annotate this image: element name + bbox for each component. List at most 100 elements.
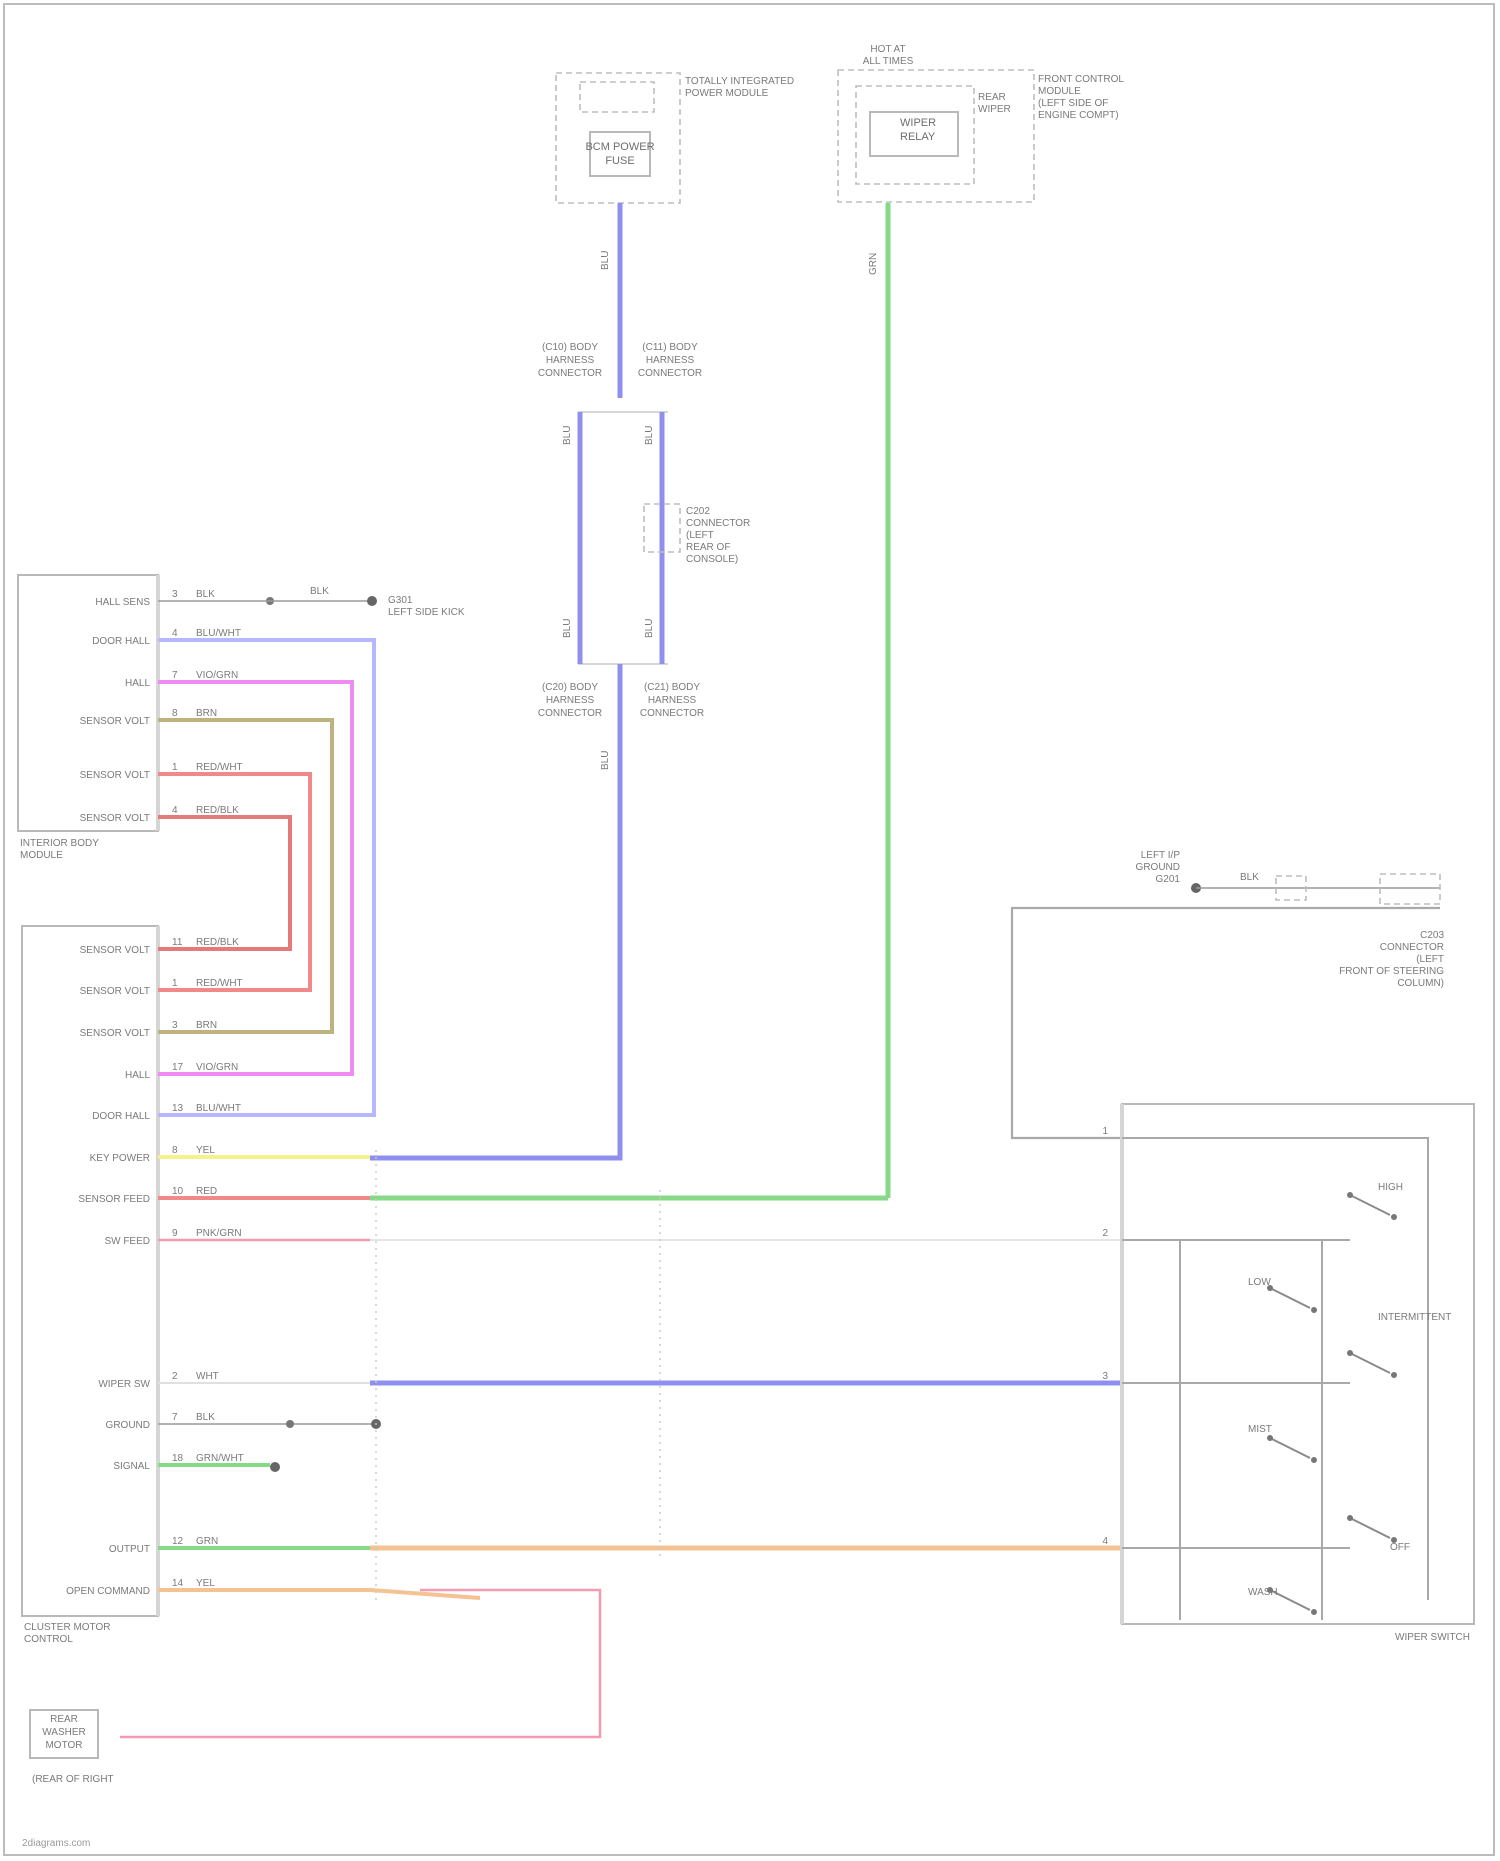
module-b-row-label: GROUND — [106, 1420, 150, 1431]
c21-label-3: CONNECTOR — [640, 708, 704, 719]
switch-contact-label: WASH — [1248, 1587, 1278, 1598]
wire-code-mid-blue-right: BLU — [644, 426, 655, 445]
module-b-row-label: SIGNAL — [113, 1461, 150, 1472]
module-a-row-wire: VIO/GRN — [196, 670, 238, 681]
module-b-row-pin: 10 — [172, 1186, 184, 1197]
rear-washer-name3: MOTOR — [45, 1740, 82, 1751]
module-b-row-wire: VIO/GRN — [196, 1062, 238, 1073]
switch-contact-label: HIGH — [1378, 1182, 1403, 1193]
module-a-row-label: DOOR HALL — [92, 636, 150, 647]
bcm-fuse-title: BCM POWER — [585, 141, 654, 153]
switch-contact-pivot — [1347, 1515, 1353, 1521]
module-b-row-wire: YEL — [196, 1578, 215, 1589]
front-control-label: FRONT CONTROL — [1038, 74, 1124, 85]
module-a-rows: HALL SENS3BLKDOOR HALL4BLU/WHTHALL7VIO/G… — [80, 589, 243, 824]
switch-pin: 2 — [1102, 1228, 1108, 1239]
module-b-row-wire: PNK/GRN — [196, 1228, 242, 1239]
module-b-row-label: SENSOR FEED — [78, 1194, 150, 1205]
c11-label-1: (C11) BODY — [642, 342, 698, 353]
module-a-row-wire: BLU/WHT — [196, 628, 241, 639]
wire-blue-key-power — [370, 1156, 620, 1158]
module-a-row-wire: RED/WHT — [196, 762, 243, 773]
module-b-row-pin: 1 — [172, 978, 178, 989]
switch-pin: 4 — [1102, 1536, 1108, 1547]
module-a-row-label: SENSOR VOLT — [80, 716, 150, 727]
front-control-label3: (LEFT SIDE OF — [1038, 98, 1108, 109]
wiper-relay-label: WIPER — [900, 117, 936, 129]
switch-contact-pivot — [1267, 1435, 1273, 1441]
switch-contact-pivot — [1347, 1192, 1353, 1198]
signal-splice-icon — [270, 1462, 280, 1472]
switch-pin: 1 — [1102, 1126, 1108, 1137]
ground-g301-location: LEFT SIDE KICK — [388, 607, 465, 618]
wiper-switch-name: WIPER SWITCH — [1395, 1632, 1470, 1643]
main-wires — [120, 1150, 1122, 1737]
module-b-row-wire: BRN — [196, 1020, 217, 1031]
module-b-row-label: HALL — [125, 1070, 150, 1081]
module-a-name2: MODULE — [20, 850, 63, 861]
bcm-fuse-sub: FUSE — [605, 155, 634, 167]
ground-g301-label: G301 — [388, 595, 413, 606]
ground-g201-label-2: GROUND — [1136, 862, 1180, 873]
wire-brn-loop — [158, 720, 332, 1032]
wiper-switch-outline — [1122, 1104, 1474, 1624]
top-right-module-outline — [838, 70, 1034, 202]
switch-contact — [1350, 1518, 1390, 1538]
module-b-row-pin: 11 — [172, 937, 183, 948]
switch-pin: 3 — [1102, 1371, 1108, 1382]
module-a-row-wire: BRN — [196, 708, 217, 719]
ground-splice — [286, 1420, 294, 1428]
c202-label-1: C202 — [686, 506, 710, 517]
hot-at-label: HOT AT — [870, 44, 905, 55]
switch-contact-label: MIST — [1248, 1424, 1272, 1435]
switch-contact-label: INTERMITTENT — [1378, 1312, 1451, 1323]
front-control-label4: ENGINE COMPT) — [1038, 110, 1119, 121]
module-b-row-pin: 14 — [172, 1578, 184, 1589]
top-left-module-outline — [556, 73, 680, 203]
all-times-label: ALL TIMES — [863, 56, 914, 67]
rear-wiper-label2: WIPER — [978, 104, 1011, 115]
module-b-row-label: SW FEED — [104, 1236, 150, 1247]
module-a-name: INTERIOR BODY — [20, 838, 99, 849]
module-a-row-label: SENSOR VOLT — [80, 770, 150, 781]
ground-g201-label-1: LEFT I/P — [1141, 850, 1181, 861]
module-b-row-label: SENSOR VOLT — [80, 1028, 150, 1039]
switch-contact — [1350, 1353, 1390, 1373]
c202-label-4: REAR OF — [686, 542, 730, 553]
wire-code-low-blue-left: BLU — [562, 619, 573, 638]
switch-contact-end — [1311, 1609, 1317, 1615]
switch-contact-label: LOW — [1248, 1277, 1271, 1288]
rear-washer-location: (REAR OF RIGHT — [32, 1774, 114, 1785]
module-b-row-pin: 17 — [172, 1062, 184, 1073]
top-left-power-module: BCM POWER FUSE TOTALLY INTEGRATED POWER … — [556, 73, 794, 203]
wire-red-blk-loop — [158, 817, 290, 949]
module-a-row-wire: BLK — [196, 589, 215, 600]
c21-label-1: (C21) BODY — [644, 682, 700, 693]
c202-label-3: (LEFT — [686, 530, 714, 541]
module-a-row-label: HALL SENS — [95, 597, 150, 608]
module-a-row-pin: 3 — [172, 589, 178, 600]
switch-contact-end — [1311, 1307, 1317, 1313]
c203-label-4: FRONT OF STEERING — [1339, 966, 1444, 977]
module-b-row-pin: 3 — [172, 1020, 178, 1031]
module-b-rows: SENSOR VOLT11RED/BLKSENSOR VOLT1RED/WHTS… — [66, 937, 244, 1597]
module-a-row-pin: 7 — [172, 670, 178, 681]
footer-credit: 2diagrams.com — [22, 1838, 90, 1849]
module-b-row-wire: BLK — [196, 1412, 215, 1423]
switch-contact — [1270, 1438, 1310, 1458]
c20-label-3: CONNECTOR — [538, 708, 602, 719]
module-b-row-label: SENSOR VOLT — [80, 986, 150, 997]
module-b-row-label: SENSOR VOLT — [80, 945, 150, 956]
module-a-row-wire: RED/BLK — [196, 805, 239, 816]
wire-pnk-washer — [120, 1590, 600, 1737]
wire-code-mid-blue-left: BLU — [562, 426, 573, 445]
wiper-switch: WIPER SWITCH HIGHLOWINTERMITTENTMISTOFFW… — [1102, 1104, 1474, 1643]
switch-contact-end — [1391, 1372, 1397, 1378]
module-a-row-pin: 4 — [172, 805, 178, 816]
bcm-fuse-box — [590, 132, 650, 176]
module-a-row-label: SENSOR VOLT — [80, 813, 150, 824]
top-right-control-module: HOT AT ALL TIMES WIPER RELAY REAR WIPER … — [838, 44, 1124, 202]
switch-contact-end — [1311, 1457, 1317, 1463]
